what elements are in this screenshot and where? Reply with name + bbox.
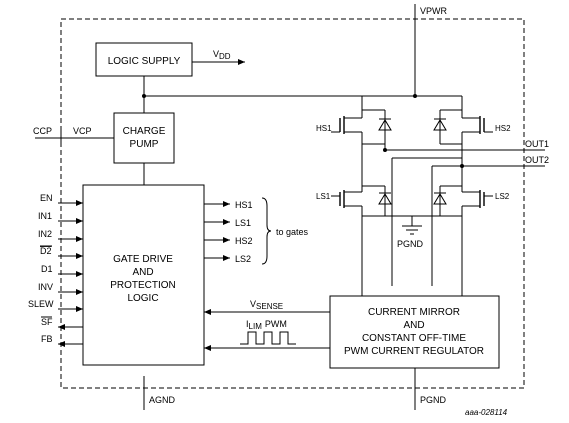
pgnd-internal-label: PGND xyxy=(397,239,424,249)
gate-drive-label-line3: PROTECTION xyxy=(110,280,176,291)
mosfet-label-hs2: HS2 xyxy=(495,124,511,133)
logic-supply-label: LOGIC SUPPLY xyxy=(108,56,181,67)
current-mirror-label-line2: AND xyxy=(403,320,424,331)
vpwr-label: VPWR xyxy=(420,6,448,16)
pin-label-slew: SLEW xyxy=(28,299,54,309)
current-mirror-label-line3: CONSTANT OFF-TIME xyxy=(362,333,466,344)
mosfet-label-ls1: LS1 xyxy=(316,192,331,201)
gate-drive-label-line1: GATE DRIVE xyxy=(113,254,173,265)
pin-label-sf: SF xyxy=(41,317,53,327)
pwm-waveform-icon xyxy=(240,331,296,345)
gate-label-hs2: HS2 xyxy=(235,236,253,246)
figure-id: aaa-028114 xyxy=(465,408,508,417)
vsense-label: VSENSE xyxy=(250,299,283,311)
mosfet-hs2 xyxy=(433,110,493,145)
to-gates-brace xyxy=(261,197,272,265)
agnd-label: AGND xyxy=(149,395,176,405)
gate-label-hs1: HS1 xyxy=(235,200,253,210)
h-bridge: HS1 HS2 OUT1 OUT2 xyxy=(316,95,549,296)
gate-label-ls2: LS2 xyxy=(235,254,251,264)
charge-pump-block xyxy=(113,112,175,164)
vdd-label: VDD xyxy=(213,49,231,61)
mosfet-label-ls2: LS2 xyxy=(495,192,510,201)
gate-drive-label-line4: LOGIC xyxy=(127,293,158,304)
gate-label-ls1: LS1 xyxy=(235,218,251,228)
mosfet-ls1 xyxy=(331,185,392,217)
ccp-pin-label: CCP xyxy=(33,126,52,136)
mosfet-ls2 xyxy=(433,185,493,217)
mosfet-label-hs1: HS1 xyxy=(316,124,332,133)
pin-label-d2: D2 xyxy=(40,246,52,256)
pin-label-in2: IN2 xyxy=(38,229,52,239)
mosfet-hs1 xyxy=(331,110,392,145)
out2-label: OUT2 xyxy=(525,155,549,165)
pin-label-fb: FB xyxy=(41,334,53,344)
pin-label-inv: INV xyxy=(38,282,53,292)
junction-dot xyxy=(460,164,464,168)
to-gates-label: to gates xyxy=(276,227,309,237)
current-mirror-label-line4: PWM CURRENT REGULATOR xyxy=(344,346,484,357)
current-mirror-label-line1: CURRENT MIRROR xyxy=(368,307,460,318)
junction-dot xyxy=(383,148,387,152)
ground-icon xyxy=(402,225,422,235)
charge-pump-label-line2: PUMP xyxy=(130,139,159,150)
pin-label-in1: IN1 xyxy=(38,211,52,221)
gate-drive-block xyxy=(82,184,205,366)
pin-label-d1: D1 xyxy=(41,264,53,274)
junction-dot xyxy=(142,94,146,98)
pgnd-bottom-label: PGND xyxy=(420,395,447,405)
gate-drive-label-line2: AND xyxy=(132,267,153,278)
input-pins: EN IN1 IN2 D2 D1 INV SLEW SF FB xyxy=(28,193,83,347)
pin-label-en: EN xyxy=(40,193,53,203)
gate-outputs: HS1 LS1 HS2 LS2 to gates xyxy=(204,197,309,265)
out1-label: OUT1 xyxy=(525,139,549,149)
charge-pump-label-line1: CHARGE xyxy=(123,126,166,137)
vcp-label: VCP xyxy=(73,126,92,136)
